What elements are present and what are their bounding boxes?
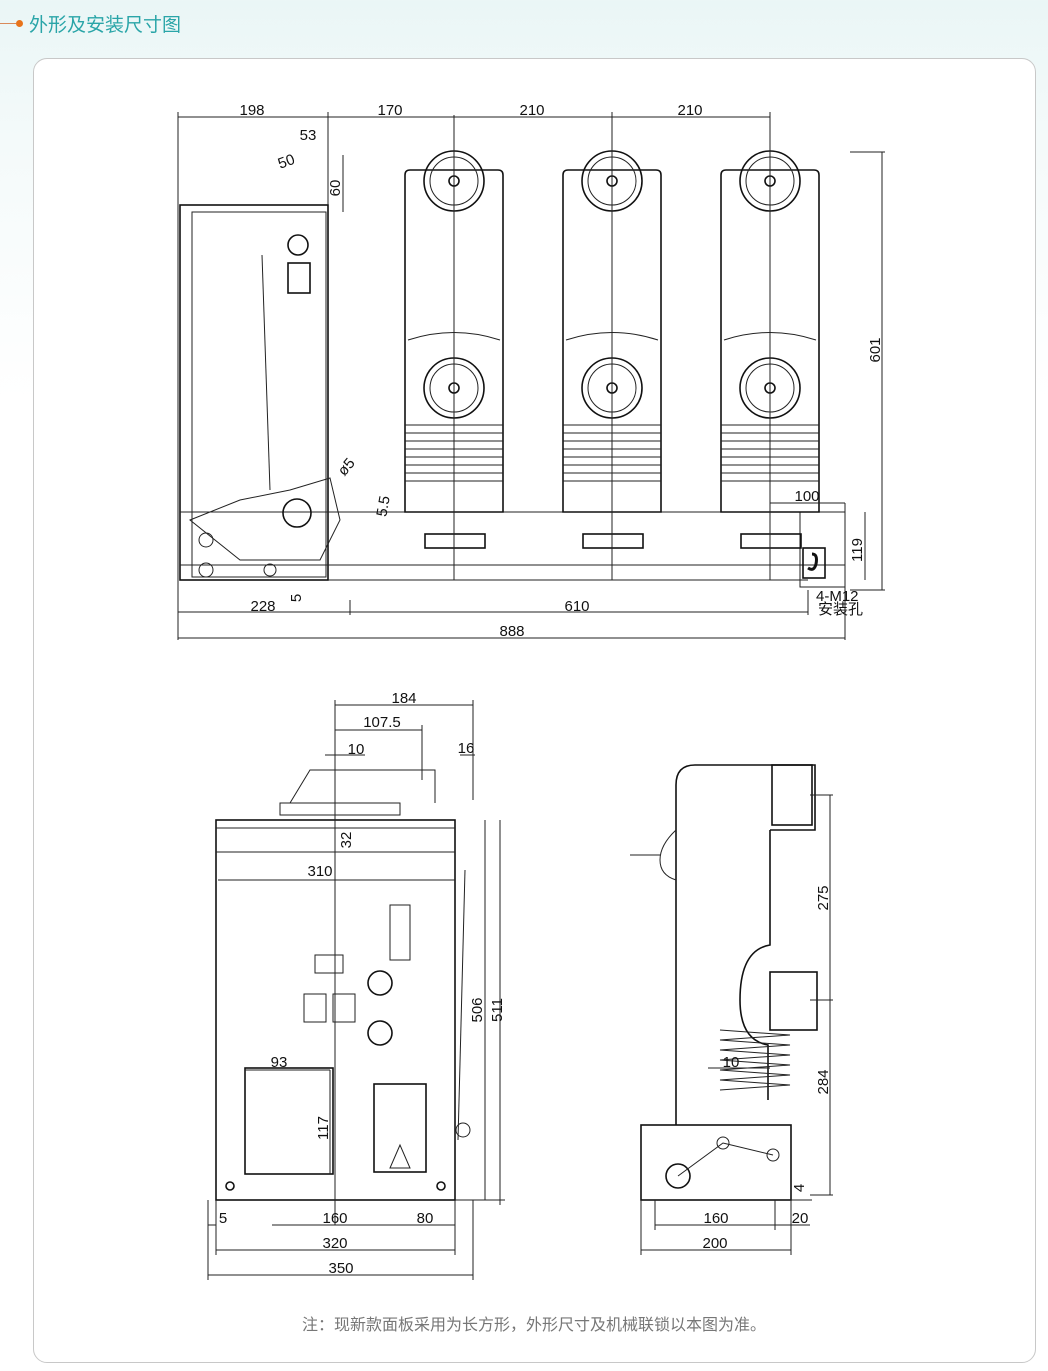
dim-80: 80 (417, 1210, 434, 1227)
dim-10: 10 (348, 741, 365, 758)
dim-350: 350 (328, 1260, 353, 1277)
dim-4: 4 (791, 1184, 808, 1192)
dim-184: 184 (391, 690, 416, 707)
dim-10: 10 (723, 1054, 740, 1071)
dim-228: 228 (250, 598, 275, 615)
dim-310: 310 (307, 863, 332, 880)
dim-210-a: 210 (519, 102, 544, 119)
dim-5: 5 (219, 1210, 227, 1227)
dim-50: 50 (276, 151, 297, 173)
dim-32: 32 (338, 832, 355, 849)
pole-3 (720, 115, 820, 580)
dim-610: 610 (564, 598, 589, 615)
dim-275: 275 (815, 885, 832, 910)
hole-label: 4-M12 (816, 588, 859, 605)
dim-phi5: ø5 (334, 455, 358, 479)
section-title: 外形及安装尺寸图 (29, 13, 182, 36)
dim-60: 60 (327, 180, 344, 197)
header-line-decoration (0, 22, 16, 24)
front-view: 198 170 210 210 53 50 60 ø5 5.5 100 119 … (177, 102, 885, 640)
dim-160: 160 (703, 1210, 728, 1227)
dim-16: 16 (458, 740, 475, 757)
hole-note: 安装孔 (818, 601, 863, 618)
dim-160: 160 (322, 1210, 347, 1227)
dim-5-5: 5.5 (373, 494, 393, 517)
dim-5: 5 (288, 594, 305, 602)
rear-view: 275 10 284 4 160 20 200 (630, 764, 833, 1255)
dim-198: 198 (239, 102, 264, 119)
dim-200: 200 (702, 1235, 727, 1252)
header-dot-icon (16, 19, 23, 27)
dim-119: 119 (849, 538, 866, 562)
dim-888: 888 (499, 623, 524, 640)
dim-320: 320 (322, 1235, 347, 1252)
drawing-card (33, 58, 1036, 1363)
footnote: 注：现新款面板采用为长方形，外形尺寸及机械联锁以本图为准。 (301, 1315, 766, 1334)
dim-117: 117 (315, 1116, 332, 1140)
dim-210-b: 210 (677, 102, 702, 119)
dim-170: 170 (377, 102, 402, 119)
pole-1 (404, 115, 504, 580)
dim-20: 20 (792, 1210, 809, 1227)
dim-53: 53 (300, 127, 317, 144)
dim-511: 511 (489, 998, 506, 1022)
dim-506: 506 (469, 997, 486, 1022)
dim-100: 100 (794, 488, 819, 505)
dim-93: 93 (271, 1054, 288, 1071)
dim-284: 284 (815, 1069, 832, 1094)
section-header: 外形及安装尺寸图 (0, 8, 181, 38)
dim-601: 601 (867, 337, 884, 362)
pole-2 (562, 115, 662, 580)
dim-107-5: 107.5 (363, 714, 401, 731)
side-view: 184 107.5 10 16 32 310 93 117 506 511 5 … (207, 690, 506, 1280)
